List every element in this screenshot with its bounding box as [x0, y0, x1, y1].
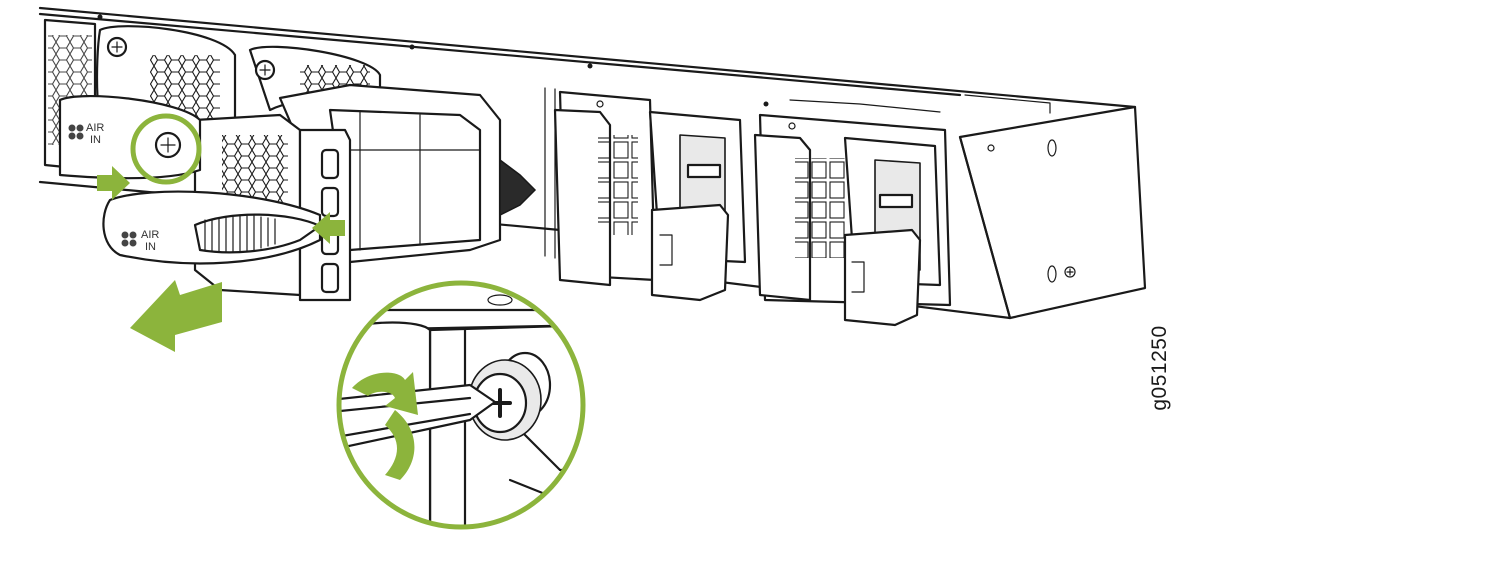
fan-icon: [68, 124, 84, 140]
fan-module-removed: [58, 83, 537, 302]
power-supply-1: [553, 90, 747, 302]
zoom-detail: [336, 280, 586, 530]
air-in-label-2-line-2: IN: [145, 241, 156, 253]
press-arrow-right-icon: [97, 166, 130, 200]
fan-icon: [121, 231, 137, 247]
air-in-label-1-line-2: IN: [90, 134, 101, 146]
power-supply-2: [753, 113, 952, 327]
air-in-label-2: AIR IN: [121, 229, 159, 253]
figure-id-label: g051250: [1148, 325, 1171, 411]
press-arrow-left-icon: [312, 212, 345, 244]
captive-screw-highlight: [130, 113, 202, 185]
callouts: [97, 113, 345, 352]
chassis: [38, 6, 1147, 320]
air-in-label-2-line-1: AIR: [141, 229, 159, 241]
rotate-arrow-icon: [352, 372, 418, 480]
air-in-label-1-line-1: AIR: [86, 122, 104, 134]
pull-out-arrow-icon: [130, 280, 222, 352]
air-in-label-1: AIR IN: [68, 122, 104, 146]
